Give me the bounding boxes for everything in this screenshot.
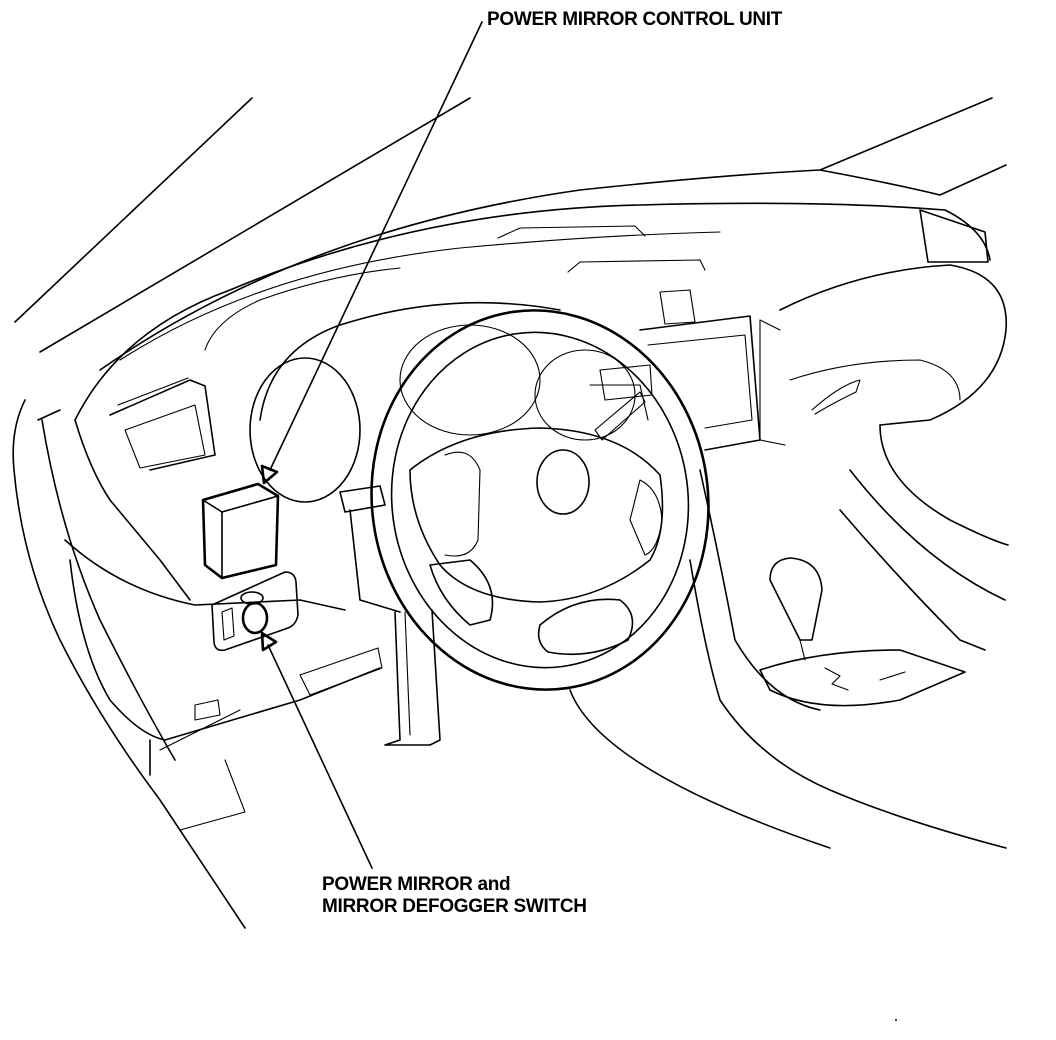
control-unit-callout: POWER MIRROR CONTROL UNIT (487, 9, 783, 30)
power-mirror-defogger-switch (211, 571, 299, 652)
power-mirror-control-unit (201, 482, 280, 580)
instrument-cluster (249, 301, 649, 503)
steering-wheel (370, 309, 831, 849)
dashboard-left (64, 377, 383, 831)
dashboard-top (74, 202, 991, 421)
center-stack (599, 289, 1007, 849)
switch-callout-line2: MIRROR DEFOGGER SWITCH (322, 896, 587, 917)
switch-callout: POWER MIRROR and MIRROR DEFOGGER SWITCH (322, 874, 587, 918)
leader-lines (260, 21, 483, 869)
speck (895, 1019, 897, 1021)
gear-shifter (759, 557, 966, 707)
windshield-frame (99, 97, 1007, 371)
dashboard-right (759, 264, 1009, 601)
steering-column (339, 485, 441, 746)
a-pillar (12, 97, 471, 929)
switch-callout-line1: POWER MIRROR and (322, 874, 511, 895)
